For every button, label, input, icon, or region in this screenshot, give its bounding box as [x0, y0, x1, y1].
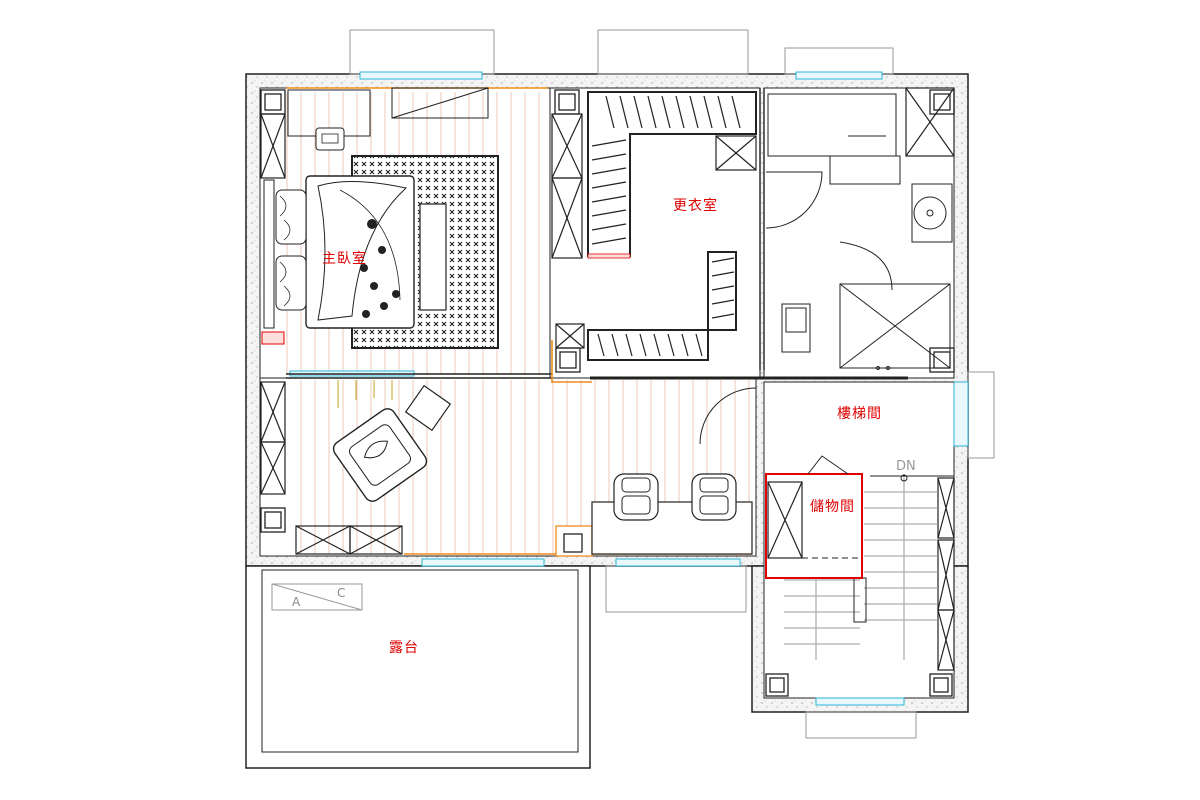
lounge-furniture [332, 380, 757, 555]
room-labels: 主臥室 更衣室 樓梯間 儲物間 DN [322, 197, 916, 515]
ac-unit: A C [271, 583, 363, 611]
washbasin [913, 196, 947, 230]
window-right-stair [953, 381, 969, 447]
headboard [263, 179, 275, 329]
column-box [260, 507, 286, 533]
laptop [315, 127, 345, 151]
shower-area [839, 283, 951, 369]
ac-label-a: A [292, 595, 301, 609]
window-bottom-lounge [421, 558, 545, 567]
pillow [275, 255, 307, 311]
office-chair [691, 473, 737, 521]
closet-furniture [587, 91, 757, 361]
column-box [765, 673, 789, 697]
terrace: A C 露台 [245, 565, 591, 769]
bedroom-furniture [261, 87, 499, 349]
ac-label-c: C [337, 586, 345, 600]
columns [260, 89, 955, 697]
room-label-walk-in-closet: 更衣室 [673, 197, 718, 214]
bathroom-fixtures [765, 93, 953, 370]
room-label-storage: 儲物間 [810, 499, 855, 515]
room-label-terrace: 露台 [389, 640, 419, 656]
stairwell [765, 381, 954, 660]
column-box [555, 347, 581, 373]
wall-cabinet [391, 87, 489, 119]
window-bottom-stair [815, 697, 905, 706]
window-top-bedroom [359, 71, 483, 80]
window-bottom-study [615, 558, 741, 567]
ottoman [404, 384, 452, 432]
column-box [929, 673, 953, 697]
column-box [929, 89, 955, 115]
column-box [554, 89, 580, 115]
column-box [260, 89, 286, 115]
toilet [781, 303, 811, 353]
column-box [555, 525, 593, 557]
stair-direction-label: DN [896, 459, 916, 474]
vanity [829, 155, 901, 185]
room-label-master-bedroom: 主臥室 [322, 250, 367, 267]
storage-room [765, 473, 863, 579]
pillow [275, 189, 307, 245]
built-in-cabinets [260, 87, 955, 671]
washbasin-counter [911, 183, 953, 243]
office-chair [613, 473, 659, 521]
window-top-bath [795, 71, 883, 80]
bench [419, 203, 447, 311]
interior-partitions [286, 88, 908, 380]
room-label-stairwell: 樓梯間 [837, 406, 882, 422]
